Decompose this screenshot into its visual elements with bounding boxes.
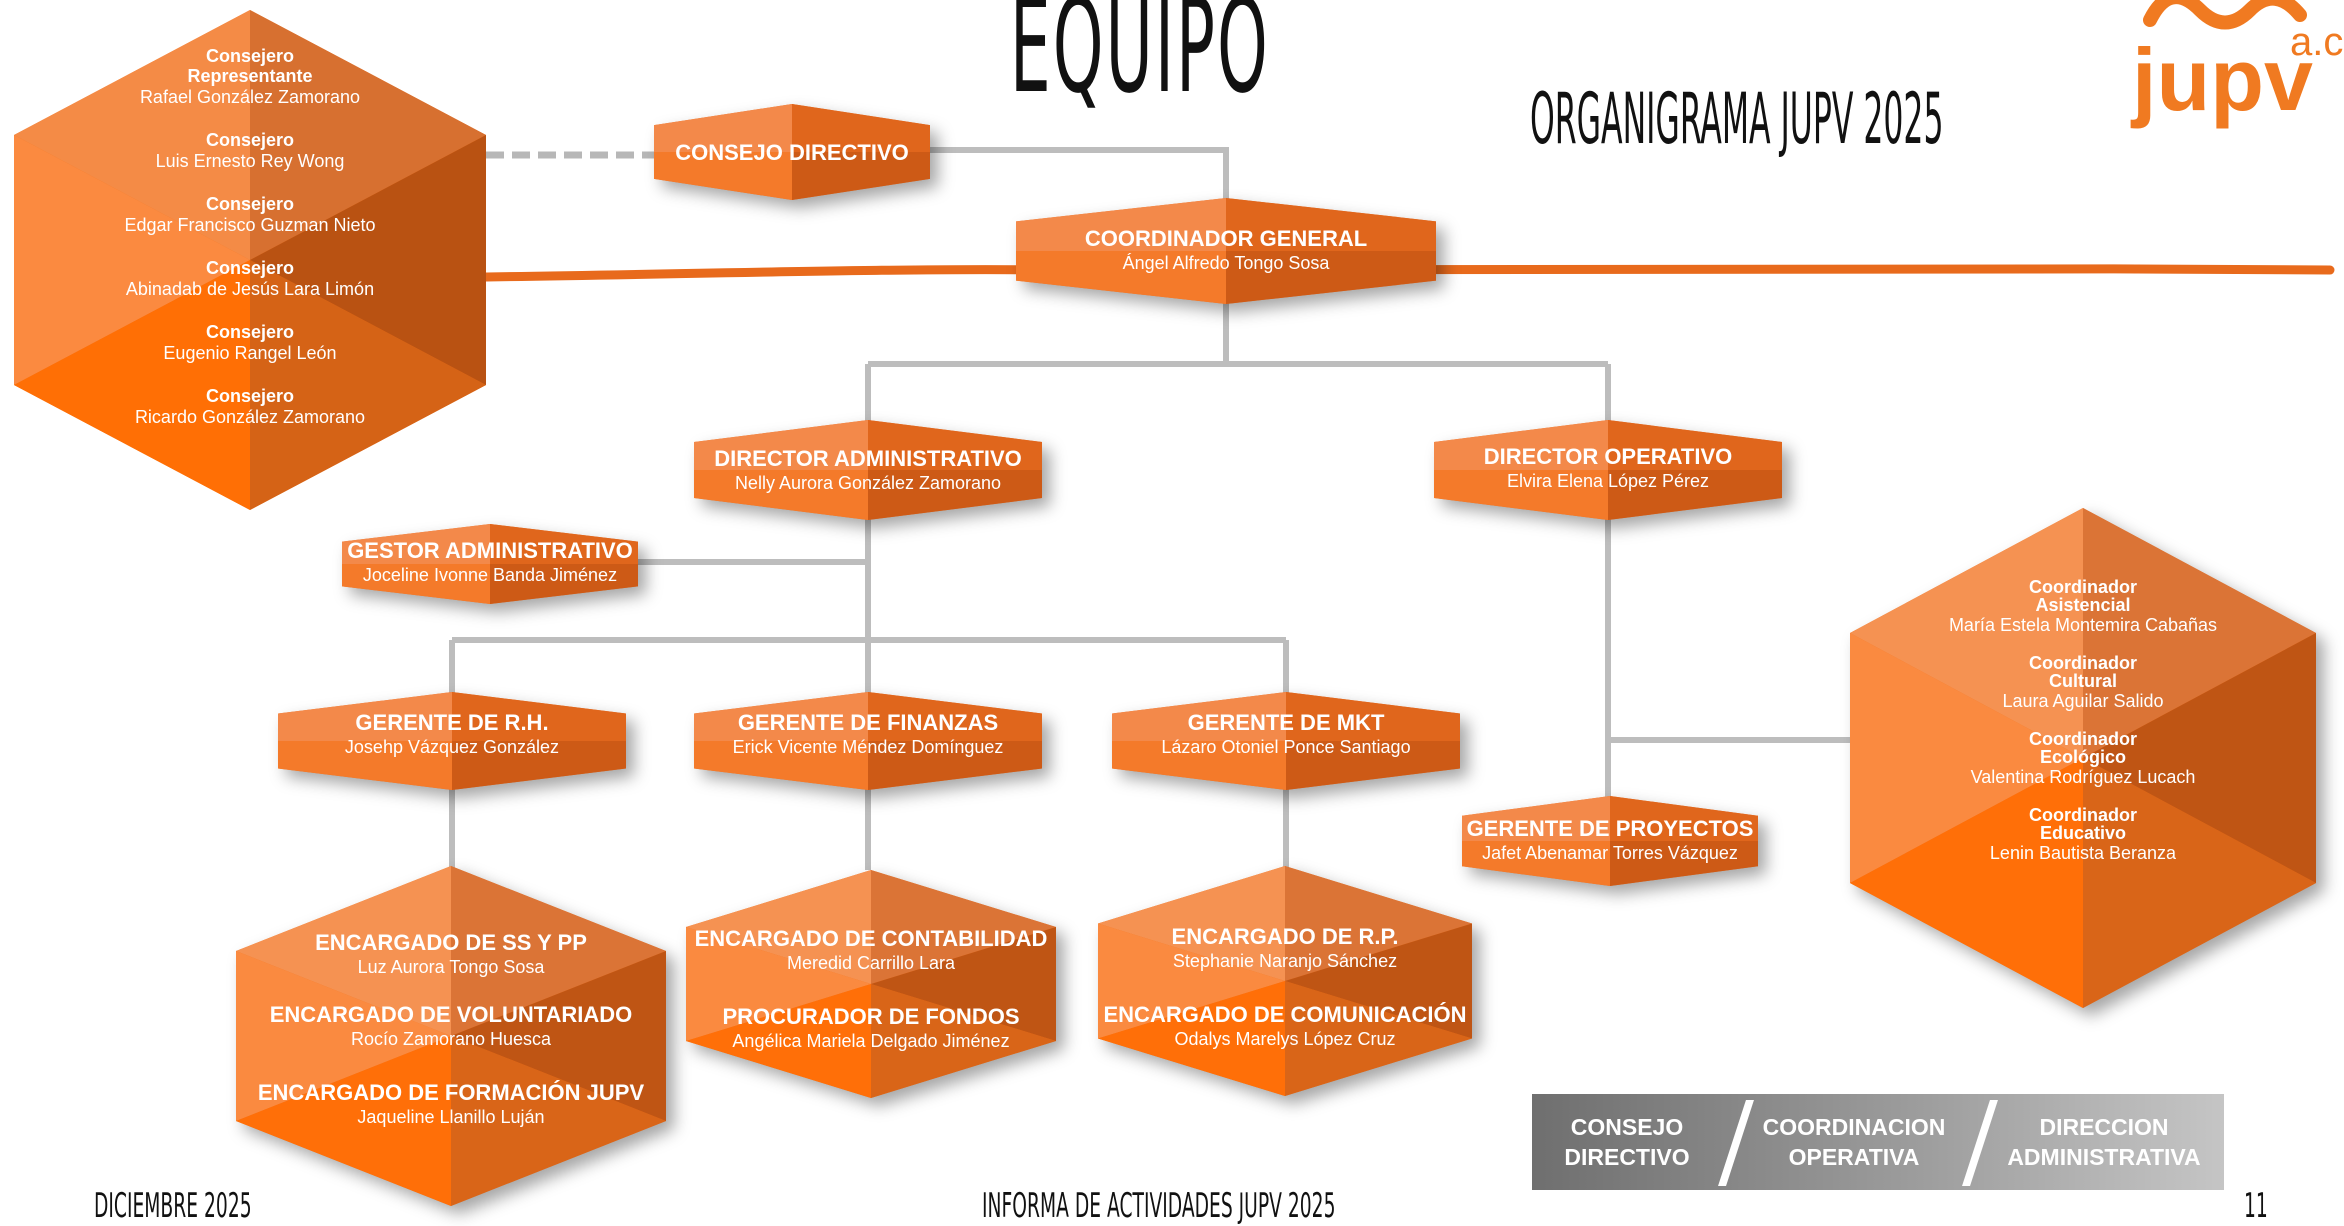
org-tree-lines (449, 147, 1852, 870)
legend-separator (1962, 1100, 1998, 1186)
node-person: Nelly Aurora González Zamorano (734, 473, 1002, 493)
coordinator-role: Coordinador Cultural (2029, 653, 2137, 691)
node-hex-shape (278, 692, 626, 790)
node-title: DIRECTOR ADMINISTRATIVO (714, 446, 1022, 471)
footer-date: DICIEMBRE 2025 (94, 1186, 252, 1226)
node-hex-shape (1434, 420, 1782, 520)
team-hex-shape (686, 870, 1056, 1098)
node-person: Erick Vicente Méndez Domínguez (732, 737, 1004, 757)
coordinators-hexagon: Coordinador Asistencial María Estela Mon… (1850, 508, 2316, 1008)
coordinator-person: Valentina Rodríguez Lucach (1970, 767, 2196, 787)
coordinator-person: María Estela Montemira Cabañas (1948, 615, 2218, 635)
team-role: ENCARGADO DE R.P. (1171, 924, 1399, 949)
node-person: Lázaro Otoniel Ponce Santiago (1161, 737, 1411, 757)
node-person: Ángel Alfredo Tongo Sosa (1122, 253, 1330, 273)
node-title: GERENTE DE PROYECTOS (1466, 816, 1754, 841)
node-hex-shape (694, 692, 1042, 790)
node-title: GERENTE DE MKT (1187, 710, 1385, 735)
svg-text:a.c: a.c (2290, 20, 2343, 64)
node-hex-shape (694, 420, 1042, 520)
node-hex-shape (654, 104, 930, 200)
team-role: ENCARGADO DE COMUNICACIÓN (1103, 1002, 1467, 1027)
team-role: ENCARGADO DE FORMACIÓN JUPV (257, 1080, 645, 1105)
node-title: COORDINADOR GENERAL (1084, 226, 1368, 251)
team-role: ENCARGADO DE SS Y PP (315, 930, 587, 955)
legend-bar: CONSEJO DIRECTIVO COORDINACION OPERATIVA… (1532, 1094, 2224, 1190)
node-title: GERENTE DE FINANZAS (737, 710, 999, 735)
team-person: Jaqueline Llanillo Luján (357, 1107, 545, 1127)
director-operativo-node[interactable]: DIRECTOR OPERATIVO Elvira Elena López Pé… (1434, 420, 1782, 520)
coordinador-general-node[interactable]: COORDINADOR GENERAL Ángel Alfredo Tongo … (1016, 198, 1436, 304)
mkt-team-hexagon: ENCARGADO DE R.P. Stephanie Naranjo Sánc… (1098, 866, 1472, 1096)
node-hex-shape (1016, 198, 1436, 304)
gerente-proyectos-node[interactable]: GERENTE DE PROYECTOS Jafet Abenamar Torr… (1462, 796, 1758, 886)
node-person: Josehp Vázquez González (344, 737, 560, 757)
node-title: DIRECTOR OPERATIVO (1483, 444, 1733, 469)
legend-separator (1718, 1100, 1754, 1186)
legend-direccion-administrativa: DIRECCION ADMINISTRATIVA (2007, 1114, 2201, 1170)
rh-team-hexagon: ENCARGADO DE SS Y PP Luz Aurora Tongo So… (236, 866, 666, 1206)
board-hex-shape (14, 10, 486, 510)
footer-page-number: 11 (2244, 1186, 2268, 1226)
team-person: Odalys Marelys López Cruz (1174, 1029, 1396, 1049)
team-hex-shape (1098, 866, 1472, 1096)
finance-team-hexagon: ENCARGADO DE CONTABILIDAD Meredid Carril… (686, 870, 1056, 1098)
footer-report-title: INFORMA DE ACTIVIDADES JUPV 2025 (982, 1186, 1336, 1226)
gerente-rh-node[interactable]: GERENTE DE R.H. Josehp Vázquez González (278, 692, 626, 790)
node-hex-shape (1112, 692, 1460, 790)
team-role: ENCARGADO DE CONTABILIDAD (694, 926, 1048, 951)
node-person: Elvira Elena López Pérez (1506, 471, 1710, 491)
svg-text:jupv: jupv (2130, 30, 2313, 129)
team-role: ENCARGADO DE VOLUNTARIADO (269, 1002, 633, 1027)
director-administrativo-node[interactable]: DIRECTOR ADMINISTRATIVO Nelly Aurora Gon… (694, 420, 1042, 520)
coordinator-person: Laura Aguilar Salido (2002, 691, 2164, 711)
coordinator-person: Lenin Bautista Beranza (1989, 843, 2177, 863)
team-hex-shape (236, 866, 666, 1206)
page-title: EQUIPO (1010, 0, 1270, 122)
team-hex-shape (1850, 508, 2316, 1008)
coordinator-role: Coordinador Ecológico (2029, 729, 2137, 767)
legend-consejo-directivo: CONSEJO DIRECTIVO (1564, 1114, 1690, 1170)
consejo-directivo-node[interactable]: CONSEJO DIRECTIVO (654, 104, 930, 200)
node-title: GESTOR ADMINISTRATIVO (347, 538, 633, 563)
node-title: CONSEJO DIRECTIVO (675, 140, 909, 165)
gerente-finanzas-node[interactable]: GERENTE DE FINANZAS Erick Vicente Méndez… (694, 692, 1042, 790)
legend-coordinacion-operativa: COORDINACION OPERATIVA (1762, 1114, 1946, 1170)
team-person: Stephanie Naranjo Sánchez (1172, 951, 1398, 971)
coordinator-role: Coordinador Educativo (2029, 805, 2137, 843)
team-person: Angélica Mariela Delgado Jiménez (732, 1031, 1010, 1051)
node-title: GERENTE DE R.H. (355, 710, 549, 735)
coordinator-role: Coordinador Asistencial (2029, 577, 2137, 615)
node-person: Jafet Abenamar Torres Vázquez (1482, 843, 1738, 863)
gestor-administrativo-node[interactable]: GESTOR ADMINISTRATIVO Joceline Ivonne Ba… (342, 524, 638, 604)
page-subtitle: ORGANIGRAMA JUPV 2025 (1530, 78, 1944, 160)
gerente-mkt-node[interactable]: GERENTE DE MKT Lázaro Otoniel Ponce Sant… (1112, 692, 1460, 790)
team-person: Meredid Carrillo Lara (786, 953, 956, 973)
team-role: PROCURADOR DE FONDOS (722, 1004, 1020, 1029)
team-person: Rocío Zamorano Huesca (350, 1029, 552, 1049)
team-person: Luz Aurora Tongo Sosa (357, 957, 545, 977)
jupv-logo: jupv a.c (2130, 0, 2343, 129)
node-person: Joceline Ivonne Banda Jiménez (362, 565, 618, 585)
node-hex-shape (1462, 796, 1758, 886)
node-hex-shape (342, 524, 638, 604)
